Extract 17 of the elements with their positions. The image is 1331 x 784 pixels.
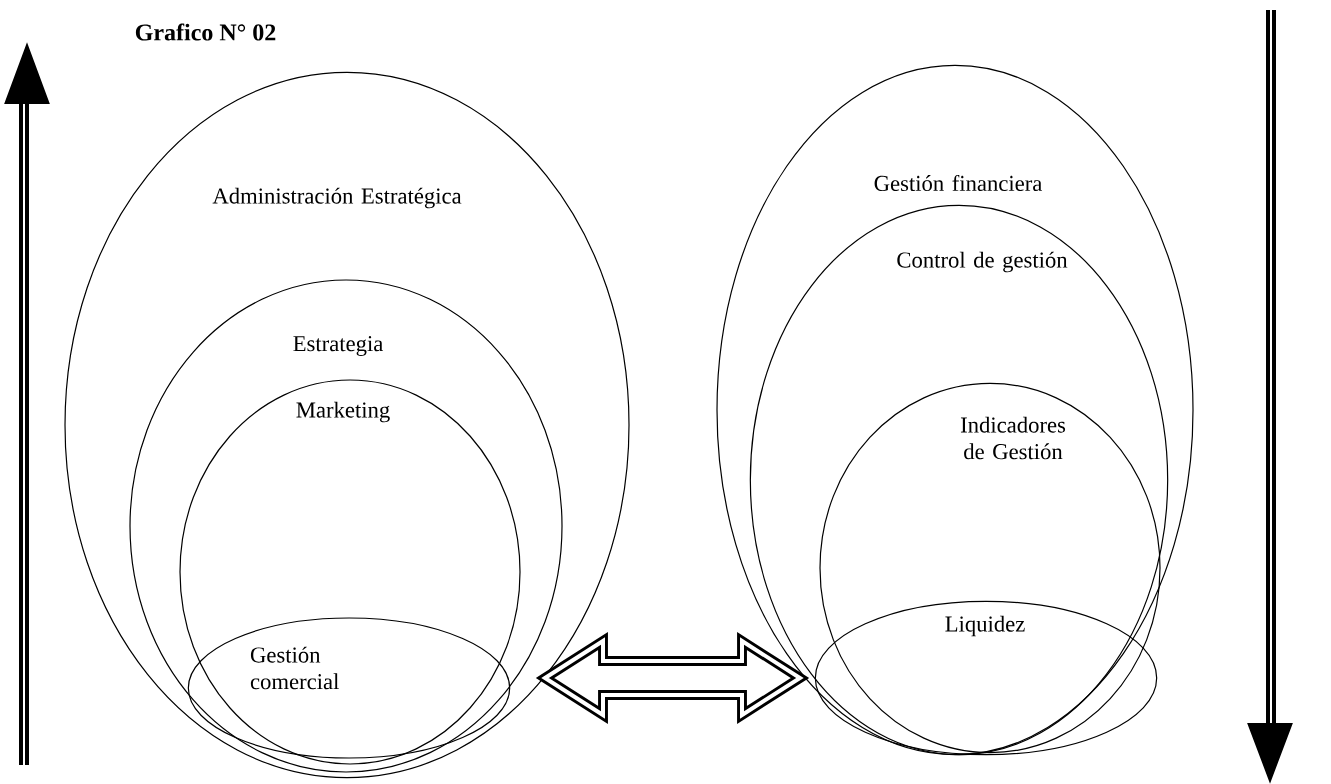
node-label: Gestión comercial	[250, 646, 339, 690]
node-label: Administración Estratégica	[212, 187, 462, 209]
ellipse-node	[187, 617, 511, 759]
ellipse-node	[179, 379, 521, 765]
ellipse-node	[129, 279, 563, 773]
ellipse-node	[819, 382, 1161, 754]
node-label: Control de gestión	[897, 251, 1068, 273]
ellipse-node	[64, 71, 630, 779]
node-label: Gestión financiera	[874, 174, 1043, 192]
ellipse-node	[716, 64, 1194, 756]
ellipse-node	[749, 204, 1169, 756]
node-label: Indicadores de Gestión	[960, 416, 1066, 460]
node-label: Estrategia	[293, 336, 383, 356]
ellipse-node	[814, 600, 1158, 756]
title: Grafico N° 02	[135, 23, 276, 41]
node-label: Liquidez	[945, 615, 1025, 637]
node-label: Marketing	[296, 401, 390, 423]
